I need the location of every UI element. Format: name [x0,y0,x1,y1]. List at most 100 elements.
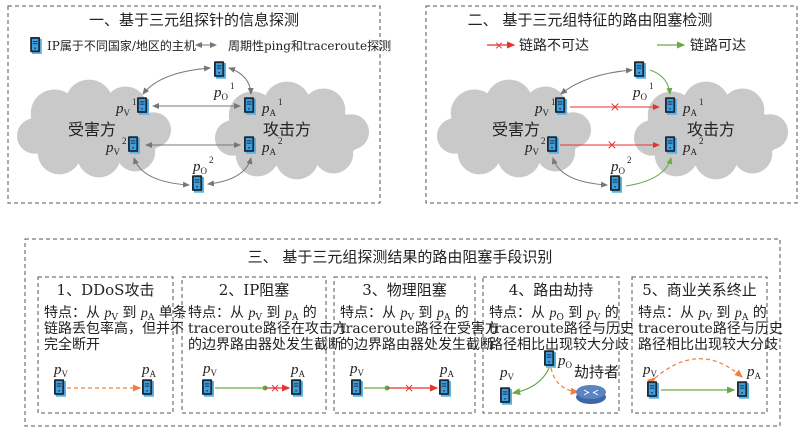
p-symbol: p [746,364,755,380]
case-border [181,276,327,414]
text-segment: 的 [298,305,316,321]
probe-arrow [228,67,254,95]
panel-border [24,238,781,427]
p-symbol: p [610,159,619,175]
text-segment: 路径相比出现较大分歧 [489,337,629,353]
case-title: 3、物理阻塞 [362,281,447,299]
server-icon-pA [439,379,451,397]
subscript: V [358,368,365,378]
victim-label: 受害方 [68,120,116,139]
hijack-arrow [550,367,580,395]
case-description-line: 路径相比出现较大分歧 [638,337,778,353]
server-icon-pA [737,381,749,399]
node-label-pA1: pA1 [261,97,283,118]
p-symbol: p [557,353,566,369]
case-description-line: 完全断开 [44,336,100,353]
case-title: 4、路由劫持 [509,281,594,299]
victim-label: 受害方 [492,120,540,139]
attacker-label: 攻击方 [687,120,735,139]
superscript: 1 [230,81,235,91]
server-icon-pA2 [665,136,677,154]
superscript: 2 [699,136,704,146]
server-icon-pV [54,379,66,397]
attacker-label: 攻击方 [263,120,311,139]
case-description-line: traceroute路径在攻击方 [188,321,347,337]
node-label-pA: pA [290,362,306,379]
superscript: 1 [278,97,283,107]
panel-blocking-detection: 二、 基于三元组特征的路由阻塞检测 × 链路不可达 链路可达 受害方 攻击方 ×… [425,5,798,204]
superscript: 2 [627,155,632,165]
server-icon-pA1 [665,97,677,115]
superscript: 2 [122,136,127,146]
server-icon-pV1 [555,97,567,115]
case-description-line: traceroute路径与历史 [489,321,634,337]
subscript: A [150,369,157,379]
cross-icon: × [270,381,280,395]
legend-reachable-label: 链路可达 [690,38,746,54]
subscript: A [741,313,749,323]
node-label-pV: pV [349,361,365,378]
reachable-arrow [649,69,673,95]
node-label-pA2: pA2 [261,136,283,157]
node-label-pV: pV [499,365,515,382]
node-label-pO2: pO2 [610,155,632,176]
p-symbol: p [103,306,111,321]
node-label-pV: pV [202,361,218,378]
case-border [333,276,476,414]
text-segment: 到 [118,305,141,321]
p-symbol: p [499,365,508,381]
subscript: O [222,92,229,102]
text-segment: 特点：从 [489,305,549,321]
server-icon-pV1 [137,97,149,115]
p-symbol: p [586,306,594,321]
subscript: A [270,147,277,157]
legend-unreachable-label: 链路不可达 [519,38,589,54]
hijacker-label: 劫持者 [574,363,619,381]
node-label-pO1: pO1 [213,81,235,102]
subscript: A [291,313,299,323]
p-symbol: p [261,140,270,156]
subscript: O [556,313,563,323]
subscript: A [691,108,698,118]
server-icon-pV2 [128,136,140,154]
panel-title: 三、 基于三元组探测结果的路由阻塞手段识别 [248,248,553,266]
subscript: A [147,313,155,323]
p-symbol: p [682,101,691,117]
superscript: 1 [649,81,654,91]
cross-icon: × [610,100,621,115]
subscript: V [651,369,658,379]
text-segment: 特点：从 [188,305,248,321]
server-icon-pV2 [547,136,559,154]
superscript: 1 [551,97,556,107]
text-segment: 到 [712,305,735,321]
text-segment: 完全断开 [44,336,100,353]
text-segment: 路径相比出现较大分歧 [638,337,778,353]
server-icon-pO1 [634,61,646,79]
text-segment: 到 [414,305,437,321]
p-symbol: p [734,306,742,321]
node-label-pO2: pO2 [192,155,214,176]
text-segment: 的 [450,305,468,321]
p-symbol: p [697,306,705,321]
subscript: V [543,108,550,118]
p-symbol: p [115,101,124,117]
cross-icon: × [607,138,618,153]
text-segment: 特点：从 [44,305,104,321]
server-icon-pV [202,379,214,397]
text-segment: 的边界路由器处发生截断 [188,337,342,353]
text-segment: 特点：从 [340,305,400,321]
case-title: 5、商业关系终止 [642,281,757,299]
superscript: 2 [278,136,283,146]
case-description-line: 特点：从 pV​ 到 pA​ 单条 [44,304,187,323]
panel-border [7,5,381,204]
p-symbol: p [141,362,150,378]
subscript: V [406,313,414,323]
subscript: A [443,313,451,323]
text-segment: 到 [564,305,587,321]
superscript: 1 [132,97,137,107]
case-description-line: 的边界路由器处发生截断 [340,337,494,353]
